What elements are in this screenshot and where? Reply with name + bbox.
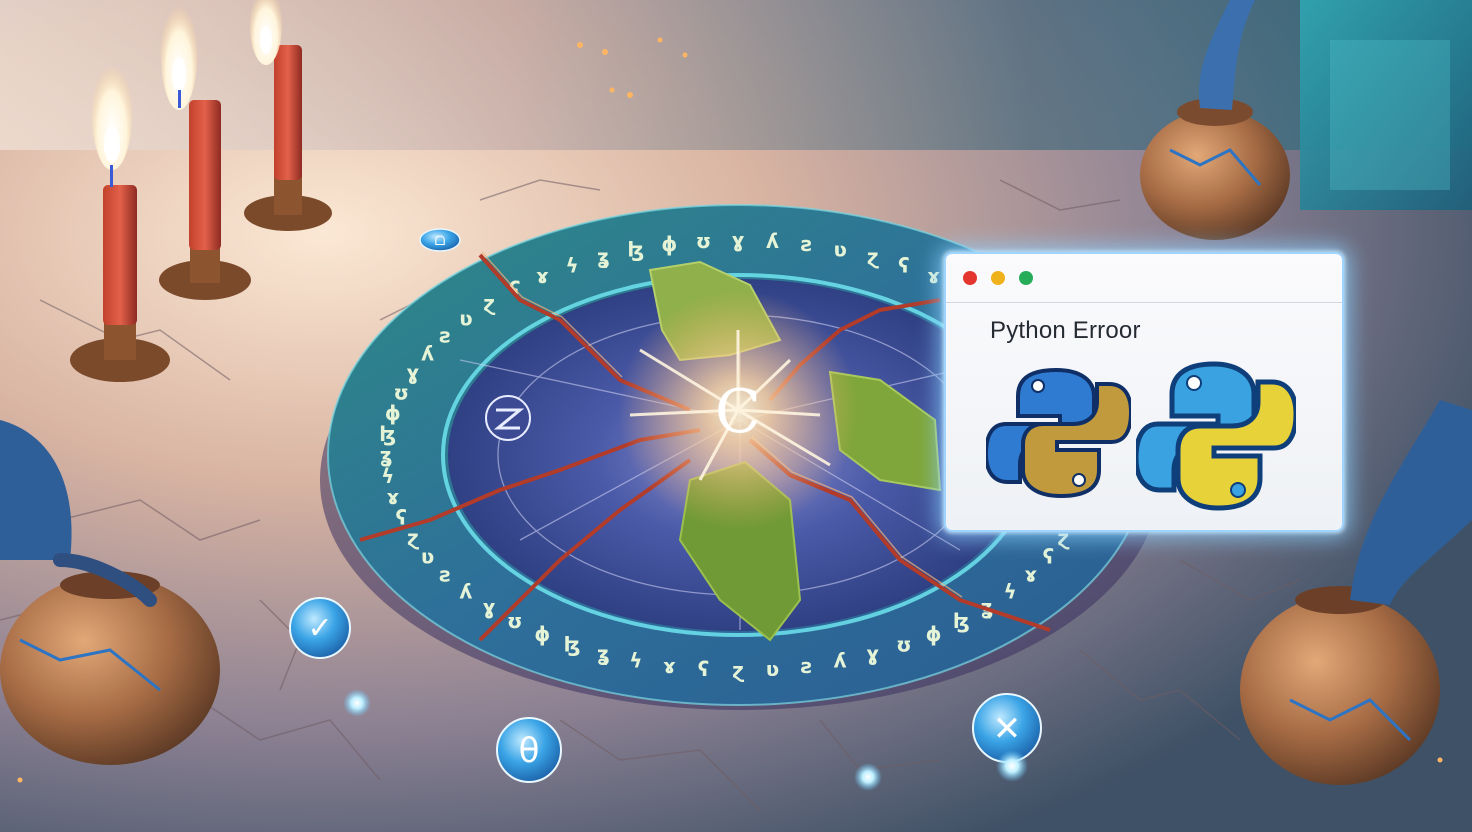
rune-glyph: ʓ [597,244,610,268]
minimize-dot[interactable] [991,271,1005,285]
window-titlebar [946,254,1342,303]
rune-glyph: ʕ [395,505,406,529]
rune-glyph: ƨ [439,562,451,586]
rune-glyph: ɣ [866,642,879,666]
maximize-dot[interactable] [1019,271,1033,285]
rune-glyph: ɤ [1024,562,1037,586]
svg-text:θ: θ [519,731,540,771]
rune-glyph: ʕ [1043,544,1054,568]
rune-glyph: ɀ [407,525,419,549]
rune-glyph: ƨ [801,232,813,256]
rune-glyph: ʋ [766,657,779,681]
error-title: Python Erroor [990,317,1141,344]
checkmark-token: ✓ [289,597,351,659]
rune-glyph: ϟ [565,253,578,277]
rune-glyph: ʎ [421,342,434,366]
rune-glyph: ϟ [381,464,394,488]
python-logo-icon [986,364,1131,502]
pot-bottom-left [0,420,220,765]
rune-glyph: ɮ [627,237,644,261]
rune-glyph: ɀ [732,658,744,682]
svg-text:ᗝ: ᗝ [435,234,446,249]
small-rune-token: ᗝ [419,228,461,252]
sparkles [17,37,1443,791]
rune-glyph: ʊ [393,381,408,405]
rune-glyph: ɣ [483,595,496,619]
candle-left [70,60,170,382]
python-logo-icon [1136,358,1296,514]
rune-glyph: ɣ [406,361,419,385]
rune-glyph: ʊ [507,609,522,633]
rune-glyph: ɤ [663,654,676,678]
python-error-window: Python Erroor [944,252,1344,532]
rune-glyph: ɮ [564,633,581,657]
compass-emblem [485,395,531,441]
rune-glyph: ʎ [459,579,472,603]
rune-glyph: ɀ [483,291,495,315]
rune-glyph: ʊ [696,229,711,253]
candles [70,0,332,382]
center-glyph: C [715,377,761,447]
close-dot[interactable] [963,271,977,285]
rune-glyph: ɤ [927,264,940,288]
rune-glyph: ϟ [629,649,642,673]
center-flare: C [618,290,858,530]
rune-glyph: ɮ [953,609,970,633]
theta-token: θ [496,717,562,783]
svg-text:✕: ✕ [993,709,1022,749]
rune-glyph: ʋ [459,307,472,331]
rune-glyph: ƨ [801,654,813,678]
candle-right [244,0,332,231]
pot-top-right [1140,0,1290,240]
rune-glyph: ʎ [834,649,847,673]
rune-glyph: ɸ [926,622,942,646]
rune-glyph: ɀ [867,244,879,268]
rune-glyph: ɤ [386,485,399,509]
rune-glyph: ƨ [439,324,451,348]
candle-middle [159,0,251,300]
rune-glyph: ɸ [385,401,401,425]
rune-glyph: ʓ [597,642,610,666]
rune-glyph: ɸ [661,232,677,256]
svg-text:✓: ✓ [307,611,332,646]
rune-glyph: ʋ [421,544,434,568]
glowing-window [1300,0,1472,210]
rune-glyph: ϟ [1003,579,1016,603]
rune-glyph: ʋ [833,237,846,261]
rune-glyph: ʕ [698,657,709,681]
rune-glyph: ɤ [536,264,549,288]
rune-glyph: ʕ [898,253,909,277]
rune-glyph: ʊ [896,633,911,657]
rune-glyph: ɣ [732,228,745,252]
rune-glyph: ɮ [379,422,396,446]
pot-bottom-right [1240,400,1472,785]
rune-glyph: ʎ [766,229,779,253]
rune-glyph: ɸ [534,622,550,646]
rune-glyph: ʓ [380,443,393,467]
